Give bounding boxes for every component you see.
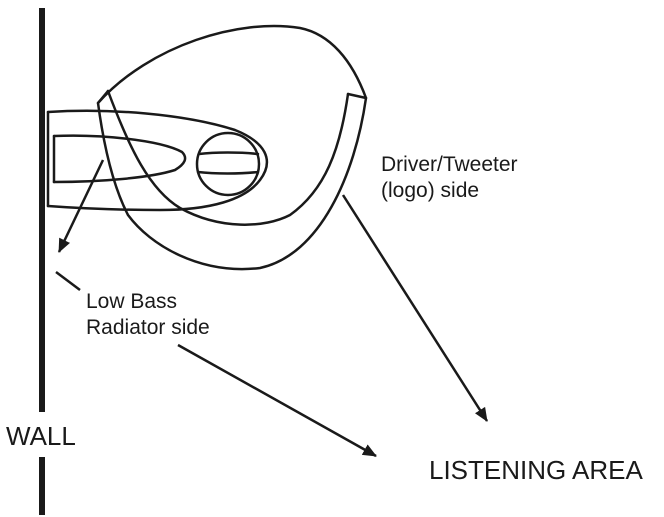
driver-circle-line-1 [197, 151, 260, 156]
driver-direction-arrow [341, 194, 489, 422]
speaker-body [46, 24, 368, 271]
radiator-ring-outer [46, 109, 269, 212]
speaker-rim-left [96, 89, 110, 105]
listening-area-label: LISTENING AREA [429, 455, 643, 485]
wall-label: WALL [6, 421, 76, 451]
radiator-direction-arrow [57, 159, 105, 253]
driver-tweeter-label-line-1: Driver/Tweeter [381, 153, 518, 176]
low-bass-label-line-1: Low Bass [86, 290, 178, 313]
driver-circle-line-2 [196, 170, 260, 175]
driver-tweeter-label: Driver/Tweeter (logo) side [381, 152, 518, 204]
speaker-rim-right [346, 92, 368, 100]
driver-tweeter-label-line-2: (logo) side [381, 179, 480, 202]
speaker-shell-inner [106, 89, 350, 226]
low-bass-radiator-label: Low Bass Radiator side [86, 289, 210, 341]
radiator-leader-line [55, 271, 81, 291]
radiator-ring-inner [52, 134, 187, 184]
speaker-shell-outer [96, 24, 368, 271]
low-bass-label-line-2: Radiator side [86, 316, 210, 339]
driver-circle [195, 131, 261, 197]
radiator-to-listening-arrow [177, 343, 377, 458]
